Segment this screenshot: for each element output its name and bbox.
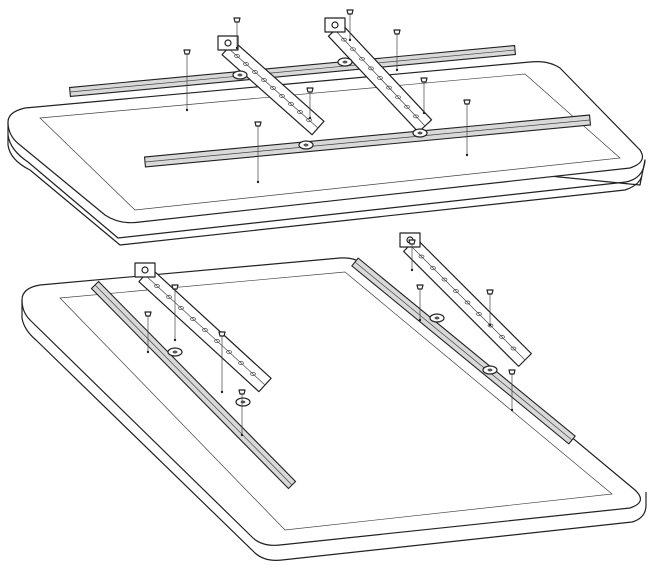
bracket-top-right-hole — [386, 85, 392, 90]
spacer-hole — [417, 131, 423, 135]
screw-icon — [183, 49, 191, 55]
bracket-bottom-right-hole — [441, 277, 448, 282]
screw-hole — [418, 318, 422, 322]
bracket-top-left-hole — [279, 94, 285, 98]
screw-icon — [218, 331, 226, 337]
screw-icon — [486, 289, 494, 295]
panel-bottom-bevel — [59, 271, 613, 531]
screw-icon — [393, 29, 401, 35]
screw-hole — [220, 390, 224, 394]
bracket-bottom-left-hole — [190, 317, 196, 321]
screw-hole — [146, 350, 150, 354]
screw-icon — [238, 389, 246, 395]
bracket-bottom-left-hole — [166, 295, 172, 299]
spacer-hole — [434, 316, 440, 320]
bracket-bottom-left-hole — [178, 306, 184, 310]
screw-hole — [348, 38, 352, 42]
bracket-bottom-right-hole — [476, 312, 482, 316]
bracket-bottom-left-groove — [144, 274, 266, 386]
screw-icon — [416, 284, 424, 290]
bracket-bottom-left-hole — [154, 284, 160, 288]
bracket-bottom-left-hole — [238, 361, 244, 365]
tv-panel-bottom — [21, 257, 647, 561]
screw-hole — [465, 153, 469, 157]
bracket-top-right-bolt — [331, 21, 339, 29]
screw-hole — [422, 111, 426, 115]
bracket-bottom-left-hook — [134, 262, 156, 278]
bracket-top-left-hole — [243, 62, 249, 66]
bracket-bottom-left-hole — [202, 328, 208, 332]
spacer-hole — [303, 143, 309, 147]
screw-icon — [233, 17, 241, 23]
panel-top-edge — [7, 134, 646, 239]
bracket-bottom-left-hole — [226, 350, 232, 354]
bracket-top-left-hole — [261, 78, 267, 82]
bracket-bottom-right-groove — [409, 244, 526, 361]
screw-hole — [256, 180, 260, 184]
bracket-top-left-hole — [288, 102, 294, 106]
bracket-top-right-groove — [334, 29, 426, 127]
screw-hole — [308, 116, 312, 120]
bracket-bottom-right-hole — [418, 254, 425, 259]
screw-hole — [410, 268, 414, 272]
screw-icon — [254, 121, 262, 127]
spacer-hole — [487, 368, 493, 372]
bracket-top-right-hole — [395, 95, 401, 100]
bracket-top-left-hole — [270, 86, 276, 90]
spacer-hole — [172, 350, 178, 354]
screw-icon — [420, 77, 428, 83]
bracket-top-right-hole — [377, 76, 383, 80]
bracket-top-left-hole — [252, 70, 258, 74]
screw-hole — [488, 323, 492, 327]
bracket-top-right-hook — [324, 17, 346, 33]
bracket-bottom-right-hole — [453, 289, 459, 293]
screw-hole — [185, 108, 189, 112]
bracket-top-left-hook — [217, 35, 239, 51]
screw-icon — [408, 239, 416, 245]
bracket-top-right-hole — [368, 66, 374, 71]
bracket-top-left-groove — [227, 47, 319, 129]
screw-hole — [395, 68, 399, 72]
rail-bottom-left-groove — [94, 284, 293, 486]
spacer-hole — [240, 400, 246, 404]
panel-bottom-face — [21, 257, 641, 546]
screw-hole — [173, 338, 177, 342]
screw-icon — [346, 9, 354, 15]
bracket-top-left-bolt — [224, 39, 232, 47]
rail-top-back-groove — [69, 49, 516, 93]
bracket-bottom-left-hole — [214, 339, 220, 343]
screw-hole — [235, 46, 239, 50]
screw-icon — [508, 369, 516, 375]
screw-icon — [306, 87, 314, 93]
bracket-bottom-left-hole — [250, 372, 256, 376]
bracket-top-left-hole — [234, 54, 240, 58]
screw-icon — [463, 99, 471, 105]
bracket-top-right-hole — [350, 47, 356, 52]
bracket-bottom-right-hole — [510, 346, 517, 351]
screw-icon — [171, 284, 179, 290]
panel-top-bevel — [39, 73, 621, 211]
spacer-hole — [342, 60, 348, 64]
bracket-top-right-hole — [359, 56, 365, 61]
bracket-top-left-hole — [297, 110, 303, 114]
rail-top-front-groove — [144, 119, 591, 163]
screw-hole — [240, 433, 244, 437]
bracket-bottom-right-hole — [499, 335, 505, 339]
bracket-top-right-hole — [413, 114, 419, 119]
panel-bottom-edge — [21, 300, 647, 561]
rail-bottom-right-groove — [354, 261, 573, 441]
screw-hole — [510, 408, 514, 412]
bracket-bottom-left-bolt — [141, 266, 149, 274]
screw-icon — [144, 311, 152, 317]
bracket-bottom-right-hole — [430, 266, 436, 270]
bracket-top-right-hole — [404, 104, 410, 109]
spacer-hole — [237, 73, 243, 77]
bracket-bottom-right-hole — [464, 300, 471, 305]
bracket-top-right-hole — [341, 37, 347, 42]
